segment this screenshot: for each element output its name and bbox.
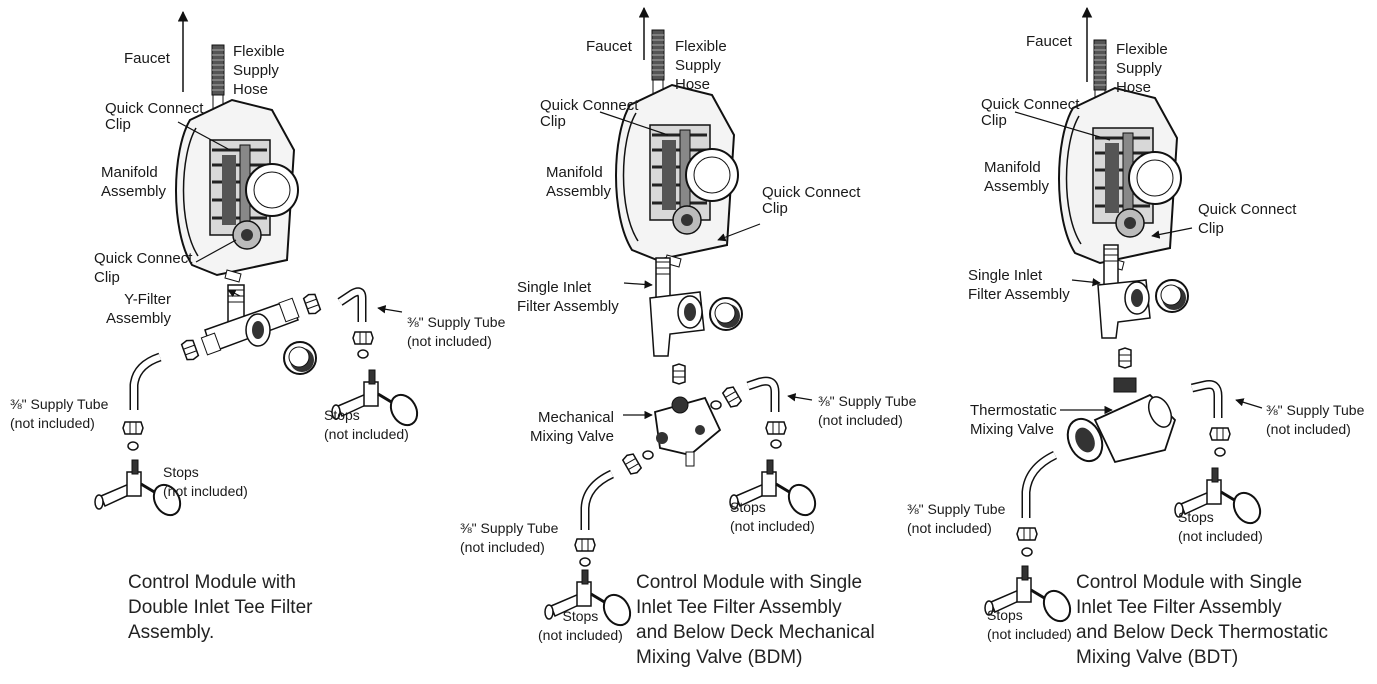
panel3-stops-right-label: Stops(not included)	[1178, 509, 1263, 544]
panel1-tube-right-label: ⅜" Supply Tube(not included)	[407, 314, 506, 349]
panel3-stops-left-label: Stops(not included)	[987, 607, 1072, 642]
panel3-tube-right-label: ⅜" Supply Tube(not included)	[1266, 402, 1365, 437]
panel1-tube-left-label: ⅜" Supply Tube(not included)	[10, 396, 109, 431]
panel3-faucet-label: Faucet	[1026, 33, 1072, 50]
panel2-art	[543, 6, 822, 632]
panel1-stops-right-label: Stops(not included)	[324, 407, 409, 442]
panel1-stops-left-label: Stops(not included)	[163, 464, 248, 499]
panel3-art	[983, 6, 1267, 628]
panel2-tube-right-label: ⅜" Supply Tube(not included)	[818, 393, 917, 428]
panel2-stops-left-label: Stops(not included)	[538, 608, 623, 643]
panel3-tube-left-label: ⅜" Supply Tube(not included)	[907, 501, 1006, 536]
panel2-faucet-label: Faucet	[586, 38, 632, 55]
panel2-stops-right-label: Stops(not included)	[730, 499, 815, 534]
panel1-faucet-label: Faucet	[124, 50, 170, 67]
panel1-art	[93, 10, 424, 522]
panel2-tube-left-label: ⅜" Supply Tube(not included)	[460, 520, 559, 555]
